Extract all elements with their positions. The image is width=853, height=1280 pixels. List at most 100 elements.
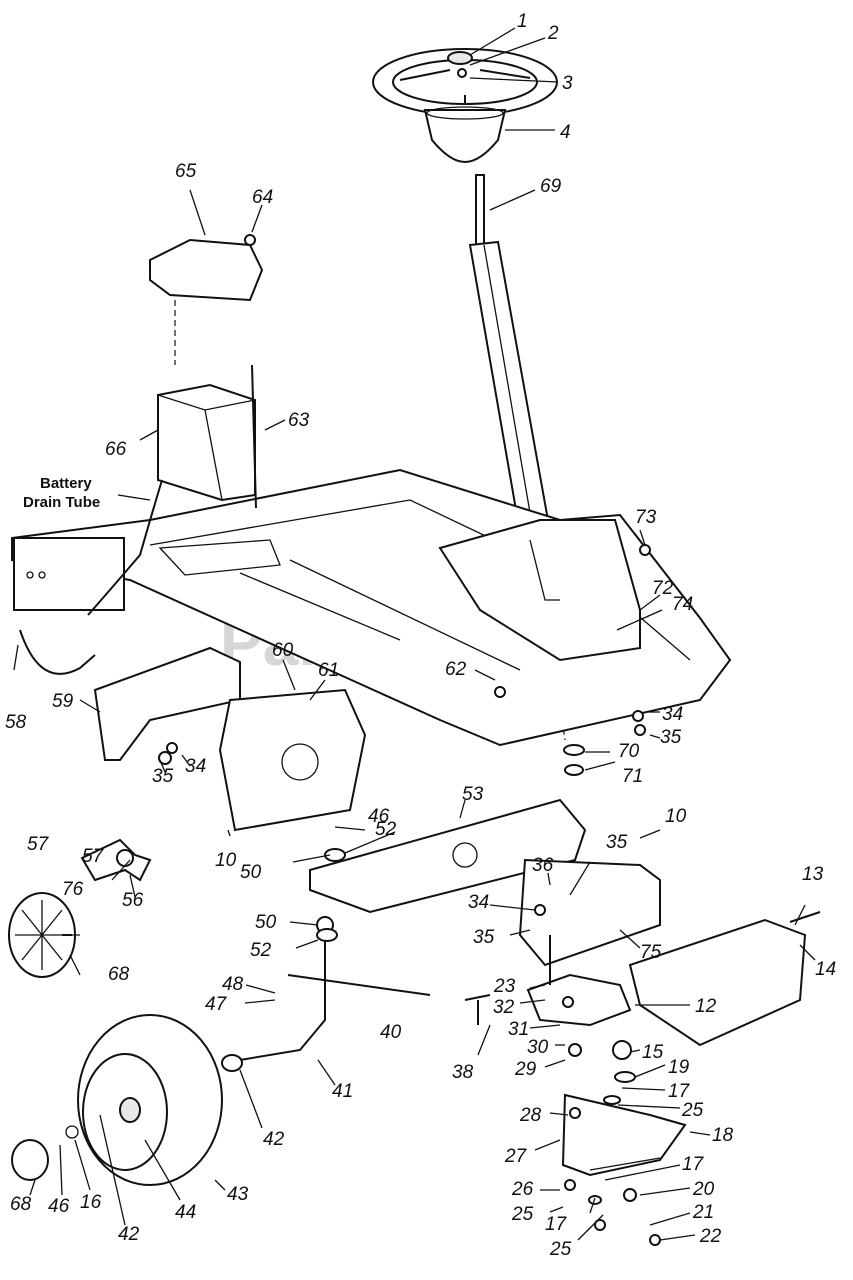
callout-58: 58 bbox=[5, 712, 27, 733]
callout-35c: 35 bbox=[606, 832, 628, 853]
callout-59: 59 bbox=[52, 691, 74, 712]
callout-75: 75 bbox=[640, 942, 662, 963]
callout-42a: 42 bbox=[263, 1129, 285, 1150]
side-panel-right bbox=[218, 688, 367, 832]
callout-43: 43 bbox=[227, 1184, 249, 1205]
callout-10b: 10 bbox=[665, 806, 687, 827]
note-drain-tube: Drain Tube bbox=[23, 494, 100, 511]
callout-22: 22 bbox=[699, 1226, 722, 1247]
callout-72: 72 bbox=[652, 578, 674, 599]
front-axle bbox=[309, 798, 587, 914]
callout-26: 26 bbox=[511, 1179, 534, 1200]
callout-48: 48 bbox=[222, 974, 244, 995]
callout-56: 56 bbox=[122, 890, 144, 911]
callout-65: 65 bbox=[175, 161, 197, 182]
callout-70: 70 bbox=[618, 741, 640, 762]
callout-69: 69 bbox=[540, 176, 562, 197]
note-battery: Battery bbox=[40, 475, 92, 492]
callout-46b: 46 bbox=[48, 1196, 70, 1217]
callout-76: 76 bbox=[62, 879, 84, 900]
callout-74: 74 bbox=[672, 594, 693, 615]
callout-71: 71 bbox=[622, 766, 643, 787]
front-tire bbox=[77, 1014, 223, 1186]
callout-4: 4 bbox=[560, 122, 571, 143]
pivot-plate bbox=[526, 973, 632, 1027]
callout-44: 44 bbox=[175, 1202, 196, 1223]
callout-3: 3 bbox=[562, 73, 573, 94]
callout-60: 60 bbox=[272, 640, 294, 661]
callout-13: 13 bbox=[802, 864, 824, 885]
callout-36: 36 bbox=[532, 855, 554, 876]
callout-2: 2 bbox=[547, 23, 559, 44]
callout-34b: 34 bbox=[662, 704, 683, 725]
callout-1: 1 bbox=[517, 11, 528, 32]
callout-14: 14 bbox=[815, 959, 836, 980]
callout-68b: 68 bbox=[10, 1194, 32, 1215]
callout-20: 20 bbox=[692, 1179, 715, 1200]
tie-rod bbox=[287, 974, 431, 996]
battery-cover bbox=[149, 238, 264, 302]
callout-40: 40 bbox=[380, 1022, 402, 1043]
callout-17c: 17 bbox=[545, 1214, 568, 1235]
callout-63: 63 bbox=[288, 410, 310, 431]
callout-30: 30 bbox=[527, 1037, 549, 1058]
callout-57b: 57 bbox=[82, 846, 105, 867]
callout-50b: 50 bbox=[255, 912, 277, 933]
callout-38: 38 bbox=[452, 1062, 474, 1083]
battery bbox=[157, 383, 256, 502]
dust-cap bbox=[11, 1139, 49, 1181]
callout-18: 18 bbox=[712, 1125, 734, 1146]
callout-35a: 35 bbox=[152, 766, 174, 787]
hold-down-rod bbox=[251, 364, 257, 509]
callout-25b: 25 bbox=[511, 1204, 534, 1225]
side-panel-left bbox=[93, 646, 241, 761]
callout-16: 16 bbox=[80, 1192, 102, 1213]
battery-drain-tube bbox=[87, 479, 163, 616]
callout-32: 32 bbox=[493, 997, 515, 1018]
callout-46a: 46 bbox=[368, 806, 390, 827]
callout-23: 23 bbox=[493, 976, 516, 997]
steering-wheel bbox=[372, 48, 558, 164]
callout-66: 66 bbox=[105, 439, 127, 460]
callout-35b: 35 bbox=[660, 727, 682, 748]
callout-17b: 17 bbox=[682, 1154, 705, 1175]
steering-bracket bbox=[518, 858, 661, 967]
callout-27: 27 bbox=[504, 1146, 528, 1167]
callout-68a: 68 bbox=[108, 964, 130, 985]
callout-52a: 52 bbox=[375, 819, 397, 840]
callout-42b: 42 bbox=[118, 1224, 140, 1245]
callout-28: 28 bbox=[519, 1105, 542, 1126]
callout-34c: 34 bbox=[468, 892, 489, 913]
callout-62: 62 bbox=[445, 659, 467, 680]
leader-lines bbox=[13, 27, 816, 1241]
callout-15: 15 bbox=[642, 1042, 664, 1063]
hub-cap bbox=[8, 892, 76, 978]
callout-19: 19 bbox=[668, 1057, 690, 1078]
sector-gear bbox=[561, 1093, 687, 1177]
callout-10a: 10 bbox=[215, 850, 237, 871]
callout-52b: 52 bbox=[250, 940, 272, 961]
callout-31: 31 bbox=[508, 1019, 529, 1040]
callout-73: 73 bbox=[635, 507, 657, 528]
callout-41: 41 bbox=[332, 1081, 353, 1102]
callout-12: 12 bbox=[695, 996, 717, 1017]
callout-64: 64 bbox=[252, 187, 273, 208]
mounting-bracket bbox=[80, 838, 152, 882]
callout-47: 47 bbox=[205, 994, 228, 1015]
callout-25a: 25 bbox=[681, 1100, 704, 1121]
callout-34a: 34 bbox=[185, 756, 206, 777]
callout-61: 61 bbox=[318, 660, 339, 681]
callout-21: 21 bbox=[692, 1202, 714, 1223]
frame-deck bbox=[11, 468, 732, 747]
callout-57a: 57 bbox=[27, 834, 50, 855]
callouts: 1 2 3 4 69 65 64 66 63 73 72 74 62 60 61… bbox=[5, 11, 836, 1260]
callout-53: 53 bbox=[462, 784, 484, 805]
spindle bbox=[239, 930, 326, 1061]
callout-35d: 35 bbox=[473, 927, 495, 948]
battery-cable bbox=[19, 629, 96, 675]
callout-25c: 25 bbox=[549, 1239, 572, 1260]
callout-29: 29 bbox=[514, 1059, 537, 1080]
cover-plate bbox=[628, 918, 807, 1047]
callout-50a: 50 bbox=[240, 862, 262, 883]
